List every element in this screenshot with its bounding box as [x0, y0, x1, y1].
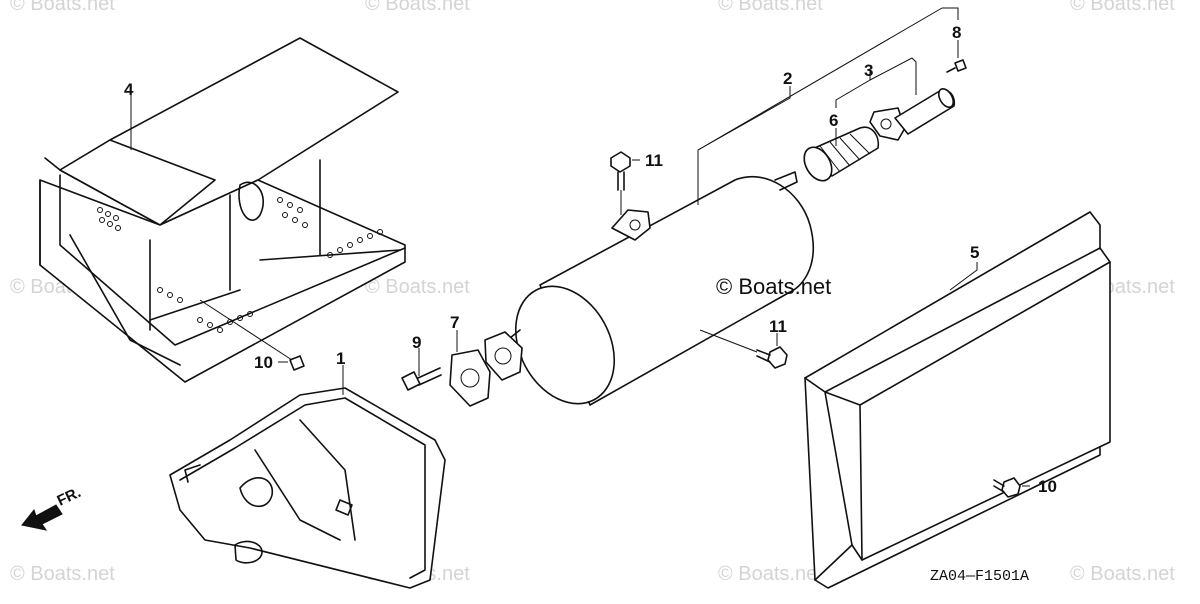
watermark-text: © Boats.net — [1070, 563, 1175, 585]
callout-2: 2 — [783, 69, 792, 88]
callout-3: 3 — [864, 61, 873, 80]
part-4-shroud — [39, 37, 406, 383]
watermark-text: © Boats.net — [718, 0, 823, 15]
watermark-text: © Boats.net — [365, 276, 470, 298]
callout-6: 6 — [829, 111, 838, 130]
arrow-down-left-icon — [21, 504, 63, 531]
callout-1: 1 — [336, 349, 345, 368]
part-10-bolt-right — [993, 477, 1021, 498]
direction-label: FR. — [55, 484, 84, 510]
watermark-text: © Boats.net — [10, 563, 115, 585]
part-11-bolt-bottom — [699, 329, 788, 369]
diagram-code: ZA04—F1501A — [930, 568, 1029, 585]
part-8-screw — [946, 59, 967, 73]
callout-7: 7 — [450, 313, 459, 332]
watermark-text: © Boats.net — [10, 0, 115, 15]
watermark-text: © Boats.net — [718, 563, 823, 585]
callout-5: 5 — [970, 243, 979, 262]
callout-8: 8 — [952, 23, 961, 42]
watermark-text: © Boats.net — [365, 0, 470, 15]
leader-lines — [130, 7, 1030, 487]
part-6-spark-screen — [803, 126, 880, 182]
callout-11-top: 11 — [645, 151, 663, 170]
part-3-tail-pipe — [869, 88, 956, 141]
vent-holes — [97, 197, 383, 333]
part-10-bolt-left — [199, 299, 305, 371]
callout-11-bottom: 11 — [769, 317, 787, 336]
callout-4: 4 — [124, 80, 134, 99]
callout-9: 9 — [412, 333, 421, 352]
callout-10-right: 10 — [1038, 477, 1057, 496]
part-5-side-cover — [804, 211, 1111, 589]
part-1-exhaust-guide — [169, 387, 446, 589]
part-11-bolt-top — [610, 151, 631, 215]
watermark-text: © Boats.net — [1070, 0, 1175, 15]
part-7-gasket — [449, 331, 523, 407]
center-copyright: © Boats.net — [716, 274, 831, 299]
callout-10-left: 10 — [254, 353, 273, 372]
part-9-bolt — [401, 367, 442, 391]
